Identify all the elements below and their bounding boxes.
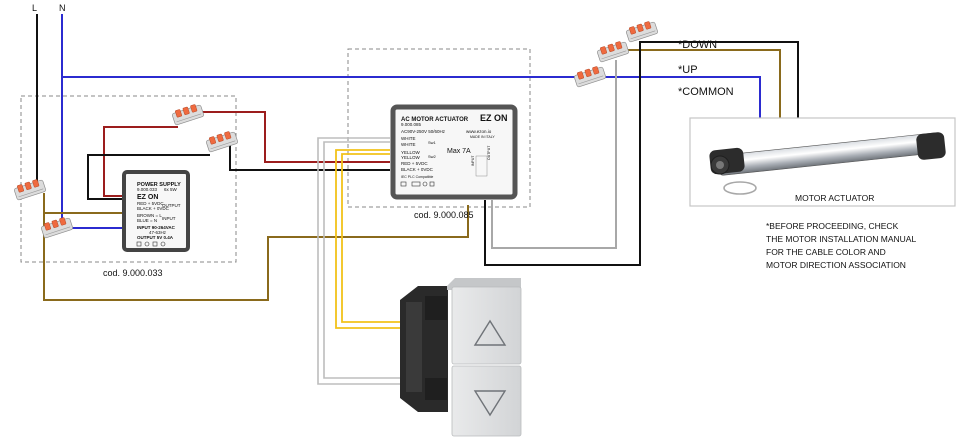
wago-connector-red — [170, 102, 205, 126]
brown-actuator-up — [612, 49, 781, 118]
note-line-4: MOTOR DIRECTION ASSOCIATION — [766, 260, 906, 270]
yellow-wire-1 — [335, 149, 410, 329]
ps-code-small: 9.000.033 — [137, 187, 158, 192]
actuator-rating: AC90V-250V 50/60Hz — [401, 129, 446, 134]
wago-connector-common — [572, 64, 607, 88]
actuator-wire-black: BLACK + 0VDC — [401, 167, 434, 172]
black-actuator-down — [484, 41, 799, 266]
actuator-code-small: 9.000.085 — [401, 122, 422, 127]
actuator-website: www.ezon.io — [466, 129, 492, 134]
actuator-input-vertical: INPUT — [471, 155, 475, 166]
ps-brand: EZ ON — [137, 194, 158, 201]
actuator-wire-white1: WHITE — [401, 136, 416, 141]
actuator-module: AC MOTOR ACTUATOR 9.000.085 AC90V-250V 5… — [390, 104, 518, 200]
ps-title: POWER SUPPLY — [137, 182, 181, 188]
white-wire-2 — [323, 141, 410, 379]
wago-connector-down — [624, 19, 659, 43]
ps-red-label: RED + 5VDC — [137, 201, 164, 206]
actuator-title: AC MOTOR ACTUATOR — [401, 117, 469, 123]
wires — [36, 14, 799, 385]
phase-label: L — [32, 3, 37, 13]
ps-input-label: INPUT — [162, 216, 176, 221]
brown-long-loop — [43, 193, 469, 301]
black-ps-out — [87, 154, 210, 200]
grey-actuator-out — [491, 60, 617, 249]
yellow-wire-2 — [341, 153, 410, 323]
actuator-wire-yellow2: YELLOW — [401, 155, 421, 160]
red-ps-out — [103, 126, 178, 197]
motor-label: MOTOR ACTUATOR — [795, 193, 874, 203]
ps-output-label: OUTPUT — [162, 203, 181, 208]
motor-panel: MOTOR ACTUATOR — [689, 117, 956, 207]
white-wire-1 — [317, 137, 410, 385]
arrow-up-icon — [473, 319, 507, 346]
ps-output-spec: OUTPUT 5V 0.4A — [137, 235, 174, 240]
motor-wire-down-label: *DOWN — [678, 39, 717, 51]
note-line-3: FOR THE CABLE COLOR AND — [766, 247, 886, 257]
arrow-down-icon — [473, 390, 507, 417]
ps-code-caption: cod. 9.000.033 — [103, 268, 163, 278]
actuator-code-caption: cod. 9.000.085 — [414, 210, 474, 220]
ps-input-spec: INPUT 90-264VAC — [137, 225, 176, 230]
ps-blue-label: BLUE = N — [137, 218, 157, 223]
actuator-plc: IEC PLC Compatible — [401, 175, 433, 179]
pushbutton-switch — [400, 278, 522, 437]
switch-key-down — [451, 365, 522, 437]
wago-connector-phase — [12, 177, 47, 201]
actuator-output-vertical: OUTPUT — [487, 145, 491, 160]
actuator-max-current: Max 7A — [447, 148, 471, 155]
actuator-brand: EZ ON — [480, 113, 508, 123]
actuator-sw1: Sw1 — [428, 140, 437, 145]
actuator-wire-red: RED + 5VDC — [401, 161, 428, 166]
actuator-wire-white2: WHITE — [401, 142, 416, 147]
ps-input-freq: 47-63Hz — [149, 230, 167, 235]
actuator-made-in: MADE IN ITALY — [470, 135, 495, 139]
power-supply-enclosure — [20, 95, 237, 263]
note-line-1: *BEFORE PROCEEDING, CHECK — [766, 221, 899, 231]
actuator-sw2: Sw2 — [428, 154, 437, 159]
actuator-enclosure — [347, 48, 531, 208]
wago-connector-black — [204, 129, 239, 153]
actuator-wire-yellow1: YELLOW — [401, 150, 421, 155]
motor-wire-up-label: *UP — [678, 64, 698, 76]
ps-certification-icons — [136, 241, 166, 247]
ps-spec: 6x 5W — [164, 187, 178, 192]
wago-connector-up — [595, 39, 630, 63]
ps-black-label: BLACK + 0VDC — [137, 206, 170, 211]
wago-connector-neutral — [39, 215, 74, 239]
power-supply-module: POWER SUPPLY 9.000.033 6x 5W EZ ON RED +… — [122, 170, 190, 252]
note-line-2: THE MOTOR INSTALLATION MANUAL — [766, 234, 916, 244]
common-blue-to-motor — [596, 76, 761, 118]
black-to-actuator — [229, 140, 390, 171]
ps-brown-label: BROWN = L — [137, 213, 162, 218]
red-to-actuator — [198, 111, 390, 163]
tubular-motor-image — [709, 132, 946, 195]
installation-note: *BEFORE PROCEEDING, CHECK THE MOTOR INST… — [766, 221, 916, 270]
actuator-certification-icons — [400, 181, 435, 187]
motor-wire-common-label: *COMMON — [678, 86, 734, 98]
neutral-label: N — [59, 3, 66, 13]
